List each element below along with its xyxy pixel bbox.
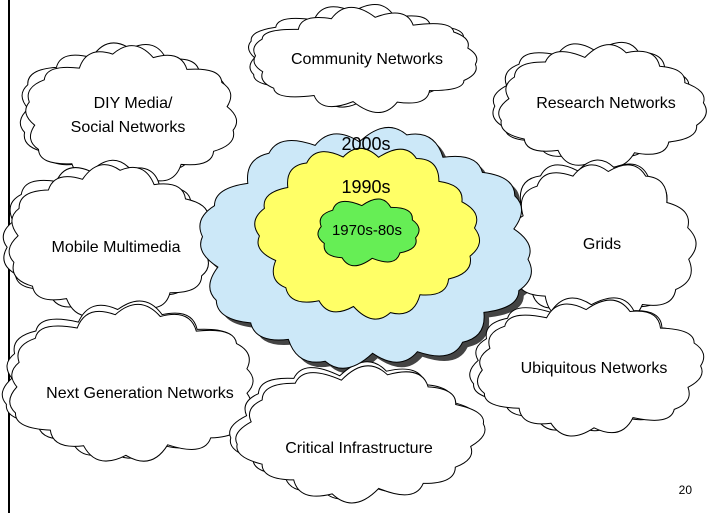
cloud-next-generation-networks xyxy=(9,303,254,462)
label-critical-infrastructure: Critical Infrastructure xyxy=(285,440,433,457)
label-research-networks: Research Networks xyxy=(536,95,676,112)
cloud-era-1970s-80s xyxy=(317,198,420,267)
cloud-critical-infrastructure xyxy=(235,365,486,504)
cloud-diy-media xyxy=(25,45,238,187)
label-diy-media-line2: Social Networks xyxy=(71,119,186,136)
label-next-generation-networks: Next Generation Networks xyxy=(46,385,234,402)
label-grids: Grids xyxy=(583,236,621,253)
label-era-1990s: 1990s xyxy=(341,177,390,197)
label-mobile-multimedia: Mobile Multimedia xyxy=(52,239,181,256)
label-diy-media-line1: DIY Media/ xyxy=(94,95,173,112)
label-era-2000s: 2000s xyxy=(341,134,390,154)
page-number: 20 xyxy=(678,483,692,497)
label-ubiquitous-networks: Ubiquitous Networks xyxy=(521,360,668,377)
label-era-1970s-80s: 1970s-80s xyxy=(332,222,402,239)
cloud-community-networks xyxy=(253,6,478,114)
label-community-networks: Community Networks xyxy=(291,51,443,68)
cloud-ubiquitous-networks xyxy=(477,299,705,437)
